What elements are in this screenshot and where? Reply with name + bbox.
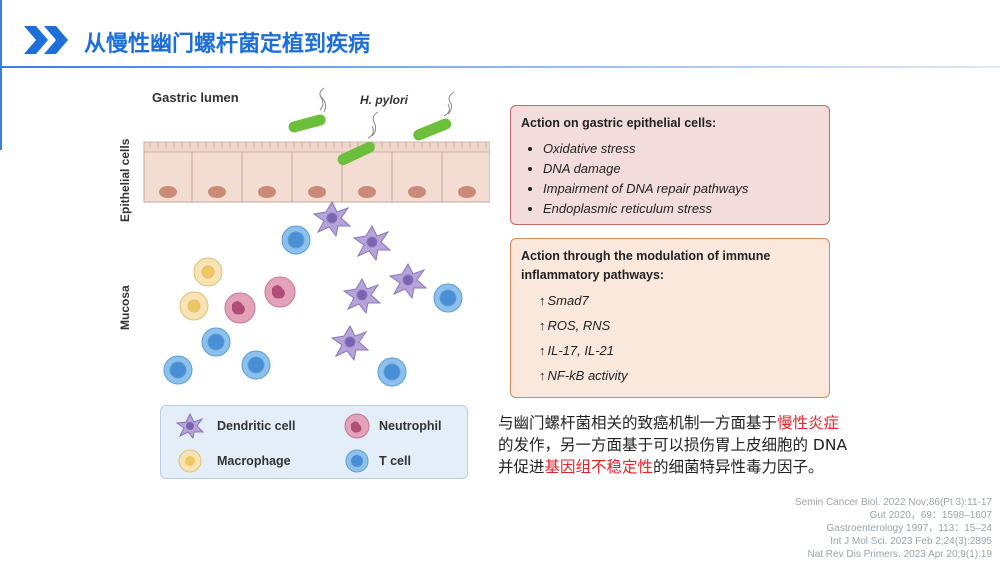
list-item: Impairment of DNA repair pathways (543, 179, 819, 199)
reference-item: Gut 2020，69：1598–1607 (869, 510, 992, 521)
list-item: ↑IL-17, IL-21 (539, 341, 819, 360)
item-label: Smad7 (547, 293, 589, 308)
action-list: Oxidative stress DNA damage Impairment o… (543, 139, 819, 219)
neutrophil (224, 292, 256, 324)
up-arrow-icon: ↑ (539, 368, 546, 383)
highlight-chronic-inflammation: 慢性炎症 (777, 414, 840, 432)
t-cell (201, 327, 231, 357)
t-cell (433, 283, 463, 313)
accent-line (0, 0, 2, 150)
box-heading: Action through the modulation of immune (521, 249, 771, 263)
summary-part: 的细菌特异性毒力因子。 (653, 458, 824, 476)
list-item: Endoplasmic reticulum stress (543, 199, 819, 219)
summary-text: 与幽门螺杆菌相关的致癌机制一方面基于慢性炎症的发作，另一方面基于可以损伤胃上皮细… (498, 412, 848, 478)
cell-legend: Dendritic cell Neutrophil Macrophage T c… (160, 405, 468, 479)
reference-item: Gastroenterology 1997，113：15–24 (826, 523, 992, 534)
macrophage (193, 257, 223, 287)
box-heading: Action on gastric epithelial cells: (521, 116, 717, 130)
hpylori-label: H. pylori (360, 93, 409, 107)
box-heading: inflammatory pathways: (521, 268, 665, 282)
up-arrow-icon: ↑ (539, 318, 546, 333)
dendritic-cell (388, 262, 428, 300)
reference-item: Int J Mol Sci. 2023 Feb 2;24(3):2895 (830, 536, 992, 547)
summary-part: 的发作，另一方面基于可以损伤胃上皮细胞的 DNA并促进 (498, 436, 848, 476)
macrophage-icon (178, 449, 202, 473)
item-label: ROS, RNS (547, 318, 611, 333)
hpylori-mucosa-illustration (143, 87, 490, 387)
item-label: IL-17, IL-21 (547, 343, 615, 358)
t-cell-icon (345, 449, 369, 473)
gastric-epithelial-actions-box: Action on gastric epithelial cells: Oxid… (510, 105, 830, 225)
neutrophil-icon (344, 413, 370, 439)
double-chevron-icon (24, 26, 68, 54)
list-item: DNA damage (543, 159, 819, 179)
legend-neutrophil: Neutrophil (379, 419, 442, 433)
summary-part: 与幽门螺杆菌相关的致癌机制一方面基于 (498, 414, 778, 432)
t-cell (377, 357, 407, 387)
t-cell (281, 225, 311, 255)
list-item: ↑Smad7 (539, 291, 819, 310)
dendritic-cell (330, 324, 370, 362)
hpylori-bacterium (288, 87, 327, 133)
page-title: 从慢性幽门螺杆菌定植到疾病 (84, 32, 371, 57)
mucosa-label: Mucosa (118, 285, 132, 330)
legend-macrophage: Macrophage (217, 454, 291, 468)
t-cell (241, 350, 271, 380)
immune-pathways-box: Action through the modulation of immune … (510, 238, 830, 398)
list-item: ↑NF-kB activity (539, 366, 819, 385)
neutrophil (264, 276, 296, 308)
dendritic-cell (352, 224, 392, 262)
title-bar: 从慢性幽门螺杆菌定植到疾病 (0, 20, 1000, 62)
item-label: NF-kB activity (547, 368, 628, 383)
macrophage (179, 291, 209, 321)
reference-item: Nat Rev Dis Primers. 2023 Apr 20;9(1):19 (807, 549, 992, 560)
up-arrow-icon: ↑ (539, 293, 546, 308)
reference-item: Semin Cancer Biol. 2022 Nov;86(Pt 3):11-… (794, 497, 992, 508)
references: Semin Cancer Biol. 2022 Nov;86(Pt 3):11-… (795, 496, 992, 561)
t-cell (163, 355, 193, 385)
legend-dendritic: Dendritic cell (217, 419, 296, 433)
list-item: Oxidative stress (543, 139, 819, 159)
gastric-lumen-label: Gastric lumen (152, 90, 239, 105)
legend-tcell: T cell (379, 454, 411, 468)
dendritic-cell (342, 277, 382, 315)
title-divider (0, 66, 1000, 68)
epithelial-cells-label: Epithelial cells (118, 138, 132, 222)
highlight-genomic-instability: 基因组不稳定性 (544, 458, 654, 476)
dendritic-cell-icon (175, 412, 205, 440)
hpylori-bacterium (413, 91, 455, 141)
dendritic-cell (312, 200, 352, 238)
hpylori-bacterium (337, 111, 379, 166)
list-item: ↑ROS, RNS (539, 316, 819, 335)
up-arrow-icon: ↑ (539, 343, 546, 358)
